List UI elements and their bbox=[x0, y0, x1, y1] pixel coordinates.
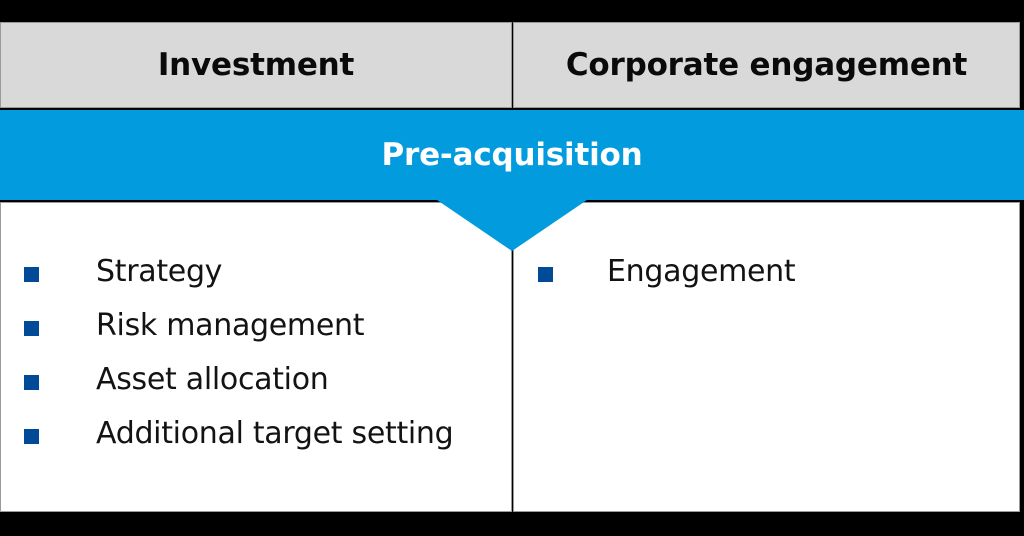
bottom-letterbox-bar bbox=[0, 512, 1024, 536]
list-item-label: Engagement bbox=[607, 254, 796, 289]
bullet-list-investment: Strategy Risk management Asset allocatio… bbox=[1, 254, 511, 471]
header-title-corporate-engagement: Corporate engagement bbox=[565, 46, 968, 83]
phase-banner-label: Pre-acquisition bbox=[381, 136, 643, 173]
top-letterbox-bar bbox=[0, 0, 1024, 22]
bullet-square-icon bbox=[24, 321, 39, 336]
bullet-square-icon bbox=[24, 375, 39, 390]
list-item[interactable]: Additional target setting bbox=[1, 416, 511, 463]
phase-banner-pre-acquisition[interactable]: Pre-acquisition bbox=[0, 110, 1024, 200]
list-item-label: Additional target setting bbox=[96, 416, 454, 451]
bullet-list-corporate-engagement: Engagement bbox=[514, 254, 1019, 309]
header-title-investment: Investment bbox=[157, 46, 355, 83]
list-item-label: Asset allocation bbox=[96, 362, 329, 397]
body-area: Strategy Risk management Asset allocatio… bbox=[0, 202, 1024, 512]
bullet-square-icon bbox=[538, 267, 553, 282]
list-item[interactable]: Strategy bbox=[1, 254, 511, 301]
header-cell-corporate-engagement[interactable]: Corporate engagement bbox=[513, 22, 1020, 108]
body-cell-investment: Strategy Risk management Asset allocatio… bbox=[0, 202, 512, 512]
list-item[interactable]: Risk management bbox=[1, 308, 511, 355]
list-item[interactable]: Asset allocation bbox=[1, 362, 511, 409]
list-item-label: Strategy bbox=[96, 254, 223, 289]
list-item-label: Risk management bbox=[96, 308, 365, 343]
bullet-square-icon bbox=[24, 267, 39, 282]
content-frame: Investment Corporate engagement Pre-acqu… bbox=[0, 22, 1024, 512]
header-cell-investment[interactable]: Investment bbox=[0, 22, 512, 108]
header-row: Investment Corporate engagement bbox=[0, 22, 1024, 108]
bullet-square-icon bbox=[24, 429, 39, 444]
banner-down-arrow-icon bbox=[437, 200, 587, 251]
list-item[interactable]: Engagement bbox=[514, 254, 1019, 301]
body-cell-corporate-engagement: Engagement bbox=[513, 202, 1020, 512]
